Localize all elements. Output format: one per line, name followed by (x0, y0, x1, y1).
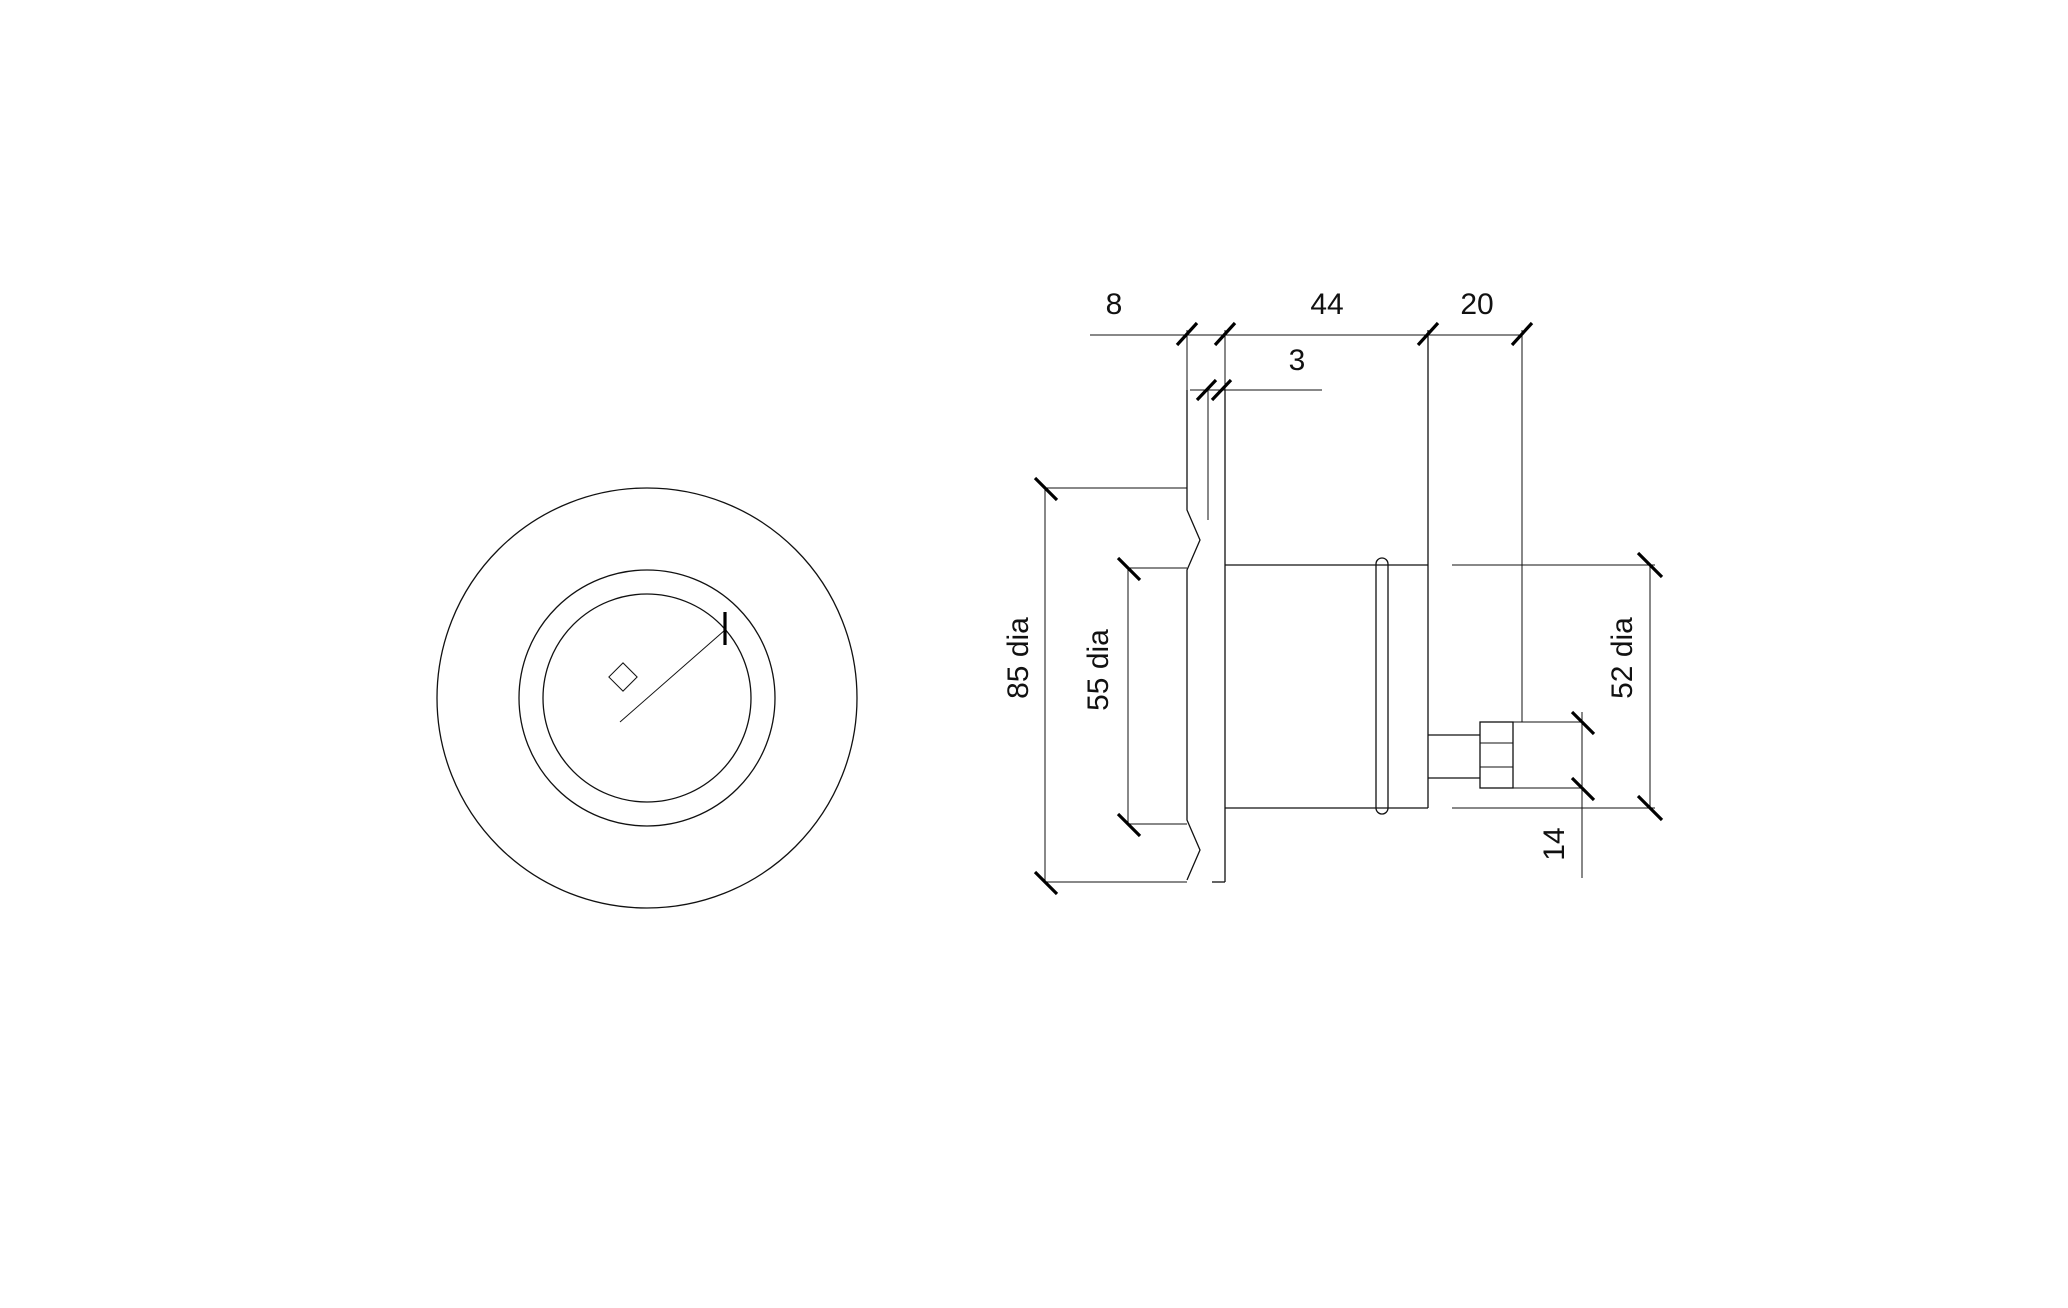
dim-tick-connector-end (1510, 321, 1534, 347)
front-center-square-icon (608, 662, 638, 692)
flange-front-contour (1186, 390, 1201, 881)
front-inner-circle (542, 593, 752, 803)
dim-label-8: 8 (1106, 288, 1123, 321)
side-view (1186, 330, 1582, 883)
dim-tick-flange (1175, 321, 1199, 347)
dim-label-85-dia: 85 dia (1002, 617, 1035, 699)
dimensions (1033, 321, 1664, 896)
dim-14-tick-bottom (1570, 776, 1596, 802)
dim-tick-body-end (1416, 321, 1440, 347)
dim-85-tick-top (1033, 476, 1059, 502)
dimension-labels: 8 44 20 3 85 dia 55 dia 52 dia 14 (1002, 288, 1639, 861)
dim-52-tick-top (1636, 551, 1664, 579)
dim-label-55-dia: 55 dia (1082, 629, 1115, 711)
dim-85-tick-bottom (1033, 870, 1059, 896)
body-groove-ring (1375, 557, 1389, 815)
dim-tick-lip-a (1195, 378, 1218, 402)
dim-tick-body-start (1213, 321, 1237, 347)
dim-label-20: 20 (1460, 288, 1493, 321)
dim-52-tick-bottom (1636, 794, 1664, 822)
dim-14-tick-top (1570, 710, 1596, 736)
dim-55-tick-top (1116, 556, 1142, 582)
front-radius-leader (619, 629, 726, 723)
dim-label-44: 44 (1310, 288, 1343, 321)
dim-label-14: 14 (1538, 827, 1571, 860)
front-middle-circle (518, 569, 776, 827)
front-outer-circle (436, 487, 858, 909)
dim-tick-lip-b (1210, 378, 1233, 402)
front-view (436, 487, 858, 909)
hex-nut (1479, 721, 1514, 789)
dim-55-tick-bottom (1116, 812, 1142, 838)
dim-label-3: 3 (1289, 344, 1306, 377)
dim-label-52-dia: 52 dia (1606, 617, 1639, 699)
